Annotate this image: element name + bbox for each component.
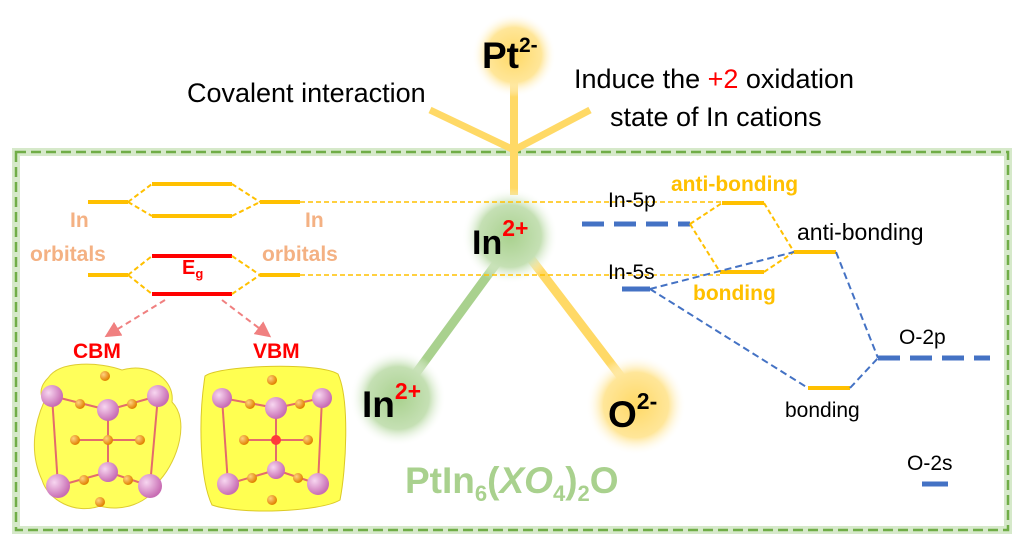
band-gap-sub: g: [195, 266, 204, 281]
o-ion-label: O2-: [608, 388, 658, 435]
induce-label-line1: Induce the +2 oxidation: [574, 66, 854, 93]
in-center-ion-label: In2+: [472, 215, 529, 262]
formula-part1: PtIn: [405, 460, 475, 501]
o2p-label: O-2p: [899, 326, 946, 349]
left-mo-diagram: [88, 182, 300, 338]
o-ion-base: O: [608, 394, 637, 435]
pt-ion-charge: 2-: [519, 34, 538, 57]
o2s-label: O-2s: [907, 452, 953, 475]
in-center-ion-base: In: [472, 224, 503, 262]
induce-suffix: oxidation: [738, 64, 854, 94]
pt-ion-label: Pt2-: [482, 35, 538, 74]
bonding-label: bonding: [785, 399, 860, 422]
covalent-interaction-label: Covalent interaction: [187, 78, 426, 108]
pt-ion-glow: [472, 13, 556, 97]
right-mo-diagram: [582, 201, 990, 487]
vbm-label: VBM: [253, 340, 300, 363]
cbm-label: CBM: [73, 340, 121, 363]
vbm-arrow: [221, 299, 272, 338]
in5p-label: In-5p: [608, 189, 656, 212]
right-orbitals-label-in: In: [305, 209, 324, 232]
formula-part2: (: [487, 460, 500, 501]
band-gap-main: E: [182, 257, 196, 279]
o-ion-glow: [586, 355, 686, 455]
in-lower-ion-glow: [350, 350, 446, 446]
antibonding-gold-label: anti-bonding: [671, 173, 799, 196]
formula-sub1: 6: [474, 481, 488, 506]
induce-charge: +2: [707, 64, 739, 94]
bonding-gold-label: bonding: [693, 282, 776, 305]
right-orbitals-label-orbitals: orbitals: [262, 243, 338, 266]
in-center-ion-glow: [462, 188, 558, 284]
formula-sub3: 2: [577, 481, 590, 506]
vbm-structure-image: [200, 365, 347, 512]
in-lower-ion-label: In2+: [362, 378, 422, 425]
cbm-arrow: [104, 299, 166, 338]
in-lower-ion-charge: 2+: [394, 378, 422, 404]
pt-ion-base: Pt: [482, 35, 519, 76]
formula-sub2: 4: [552, 481, 566, 506]
formula-xo: XO: [499, 460, 553, 501]
level-connectors: [300, 201, 722, 276]
in-lower-ion-base: In: [362, 384, 395, 425]
in5s-label: In-5s: [608, 261, 655, 284]
band-gap-label: Eg: [182, 258, 203, 280]
induce-prefix: Induce the: [574, 64, 708, 94]
in-center-ion-charge: 2+: [502, 215, 529, 241]
cbm-structure-image: [33, 363, 182, 510]
chemical-formula: PtIn6(XO4)2O: [405, 462, 619, 505]
antibonding-label: anti-bonding: [797, 219, 924, 245]
induce-label-line2: state of In cations: [610, 102, 822, 132]
formula-part4: O: [589, 460, 619, 501]
left-orbitals-label-orbitals: orbitals: [30, 243, 106, 266]
o-ion-charge: 2-: [636, 388, 658, 414]
formula-part3: ): [565, 460, 578, 501]
left-orbitals-label-in: In: [70, 209, 89, 232]
